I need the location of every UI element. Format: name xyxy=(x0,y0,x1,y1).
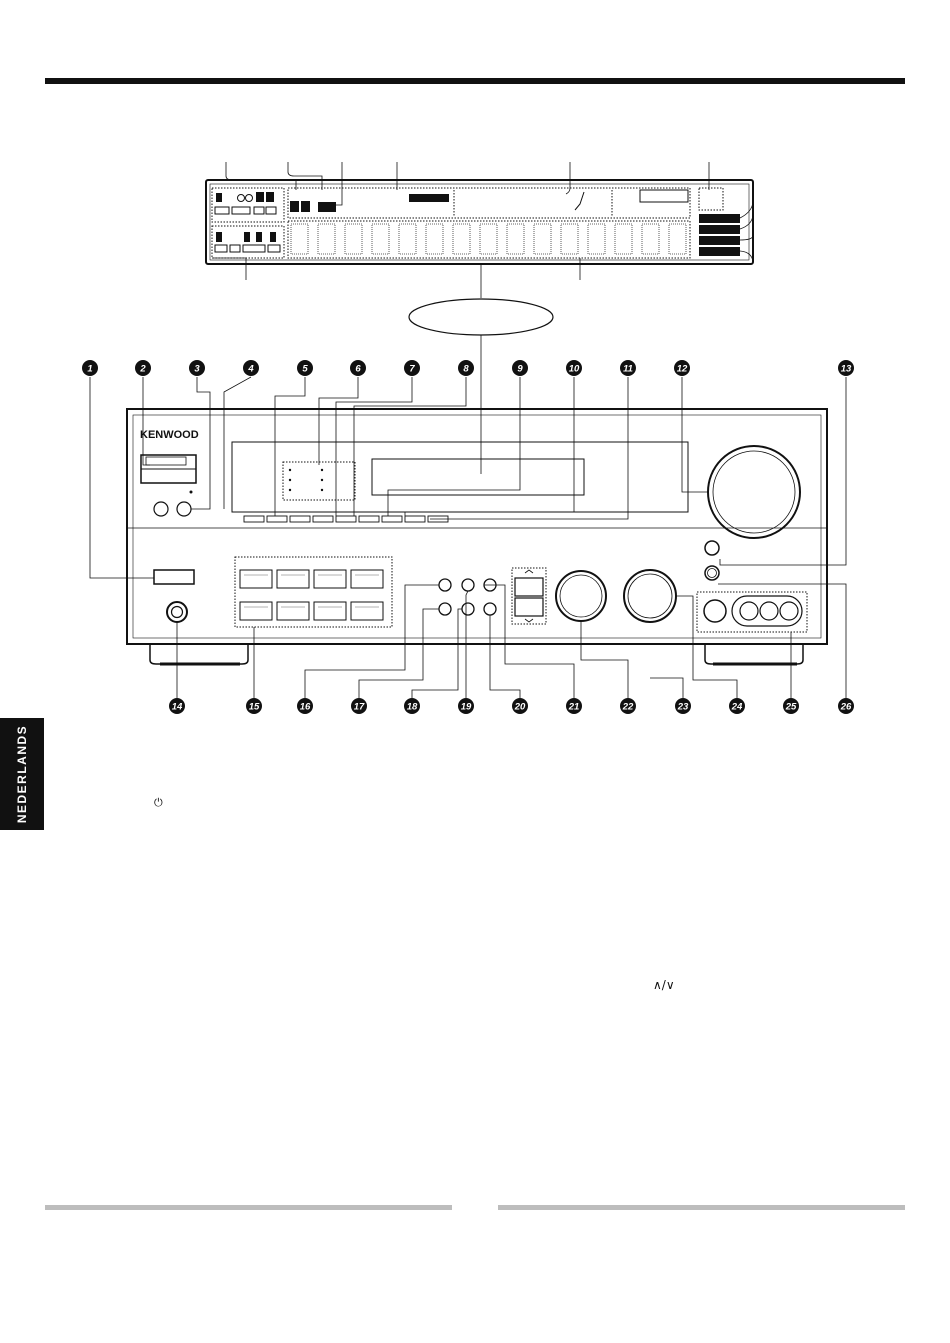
display-detail xyxy=(206,162,753,474)
svg-text:23: 23 xyxy=(677,702,689,713)
svg-text:20: 20 xyxy=(514,702,526,713)
callout-1: 1 xyxy=(82,360,98,376)
callout-11: 11 xyxy=(620,360,636,376)
svg-text:9: 9 xyxy=(517,364,523,375)
svg-text:11: 11 xyxy=(623,364,633,375)
callout-badges: 1 2 3 4 5 6 7 8 9 10 11 12 13 14 15 16 1… xyxy=(82,360,854,714)
svg-text:4: 4 xyxy=(247,364,254,375)
svg-text:21: 21 xyxy=(568,702,580,713)
callout-5: 5 xyxy=(297,360,313,376)
callout-21: 21 xyxy=(566,698,582,714)
callout-8: 8 xyxy=(458,360,474,376)
bottom-rule-left xyxy=(45,1205,452,1210)
callout-16: 16 xyxy=(297,698,313,714)
power-standby-icon: ⏻ xyxy=(154,796,163,810)
svg-text:8: 8 xyxy=(463,364,469,375)
svg-text:17: 17 xyxy=(354,702,365,713)
callout-15: 15 xyxy=(246,698,262,714)
svg-text:14: 14 xyxy=(172,702,183,713)
callout-6: 6 xyxy=(350,360,366,376)
svg-text:13: 13 xyxy=(841,364,852,375)
callout-3: 3 xyxy=(189,360,205,376)
brand-logo: KENWOOD xyxy=(140,429,199,441)
callout-17: 17 xyxy=(351,698,367,714)
callout-24: 24 xyxy=(729,698,745,714)
svg-text:6: 6 xyxy=(355,364,361,375)
callout-19: 19 xyxy=(458,698,474,714)
callout-12: 12 xyxy=(674,360,690,376)
svg-text:7: 7 xyxy=(409,364,415,375)
callout-9: 9 xyxy=(512,360,528,376)
svg-text:15: 15 xyxy=(249,702,260,713)
svg-text:24: 24 xyxy=(731,702,743,713)
callout-18: 18 xyxy=(404,698,420,714)
callout-4: 4 xyxy=(243,360,259,376)
svg-text:5: 5 xyxy=(302,364,308,375)
callout-10: 10 xyxy=(566,360,582,376)
callout-7: 7 xyxy=(404,360,420,376)
callout-2: 2 xyxy=(135,360,151,376)
callout-14: 14 xyxy=(169,698,185,714)
svg-text:19: 19 xyxy=(461,702,472,713)
callout-leader-lines xyxy=(90,377,846,698)
svg-text:22: 22 xyxy=(622,702,634,713)
svg-text:16: 16 xyxy=(300,702,311,713)
svg-text:3: 3 xyxy=(194,364,200,375)
svg-text:10: 10 xyxy=(569,364,580,375)
svg-text:25: 25 xyxy=(785,702,797,713)
svg-text:1: 1 xyxy=(87,364,92,375)
svg-text:26: 26 xyxy=(840,702,852,713)
svg-text:2: 2 xyxy=(139,364,146,375)
up-down-arrows-icon: ∧/∨ xyxy=(653,978,675,992)
callout-25: 25 xyxy=(783,698,799,714)
svg-text:12: 12 xyxy=(677,364,688,375)
bottom-rule-right xyxy=(498,1205,905,1210)
receiver-front-panel xyxy=(127,409,827,664)
callout-26: 26 xyxy=(838,698,854,714)
callout-20: 20 xyxy=(512,698,528,714)
callout-22: 22 xyxy=(620,698,636,714)
callout-23: 23 xyxy=(675,698,691,714)
callout-13: 13 xyxy=(838,360,854,376)
svg-text:18: 18 xyxy=(407,702,418,713)
